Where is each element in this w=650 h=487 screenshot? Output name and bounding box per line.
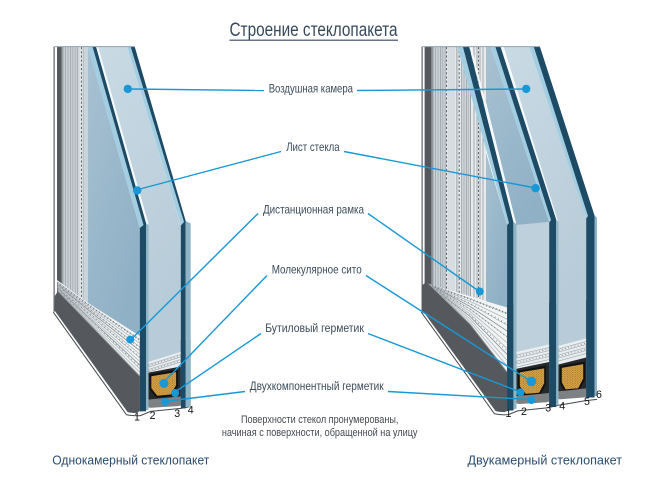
svg-text:Бутиловый герметик: Бутиловый герметик — [265, 321, 364, 335]
svg-text:1: 1 — [134, 412, 140, 424]
svg-text:Дистанционная рамка: Дистанционная рамка — [263, 202, 364, 216]
svg-text:Поверхности стекол пронумерова: Поверхности стекол пронумерованы, — [241, 414, 398, 426]
svg-text:Лист стекла: Лист стекла — [286, 140, 340, 154]
svg-text:Однокамерный стеклопакет: Однокамерный стеклопакет — [52, 453, 209, 468]
svg-text:2: 2 — [150, 410, 156, 422]
svg-text:Молекулярное сито: Молекулярное сито — [272, 263, 362, 277]
svg-text:5: 5 — [584, 396, 590, 408]
svg-text:Воздушная камера: Воздушная камера — [269, 81, 354, 95]
svg-text:4: 4 — [188, 404, 194, 416]
svg-text:4: 4 — [559, 401, 565, 413]
svg-text:3: 3 — [545, 402, 551, 414]
svg-text:2: 2 — [521, 406, 527, 418]
svg-text:Строение стеклопакета: Строение стеклопакета — [230, 19, 398, 41]
svg-text:Двухкомпонентный герметик: Двухкомпонентный герметик — [250, 379, 385, 393]
svg-text:6: 6 — [596, 389, 602, 401]
svg-text:начиная с поверхности, обращен: начиная с поверхности, обращенной на ули… — [222, 427, 418, 439]
svg-text:3: 3 — [174, 408, 180, 420]
svg-text:1: 1 — [505, 408, 511, 420]
svg-text:Двукамерный стеклопакет: Двукамерный стеклопакет — [468, 453, 623, 468]
